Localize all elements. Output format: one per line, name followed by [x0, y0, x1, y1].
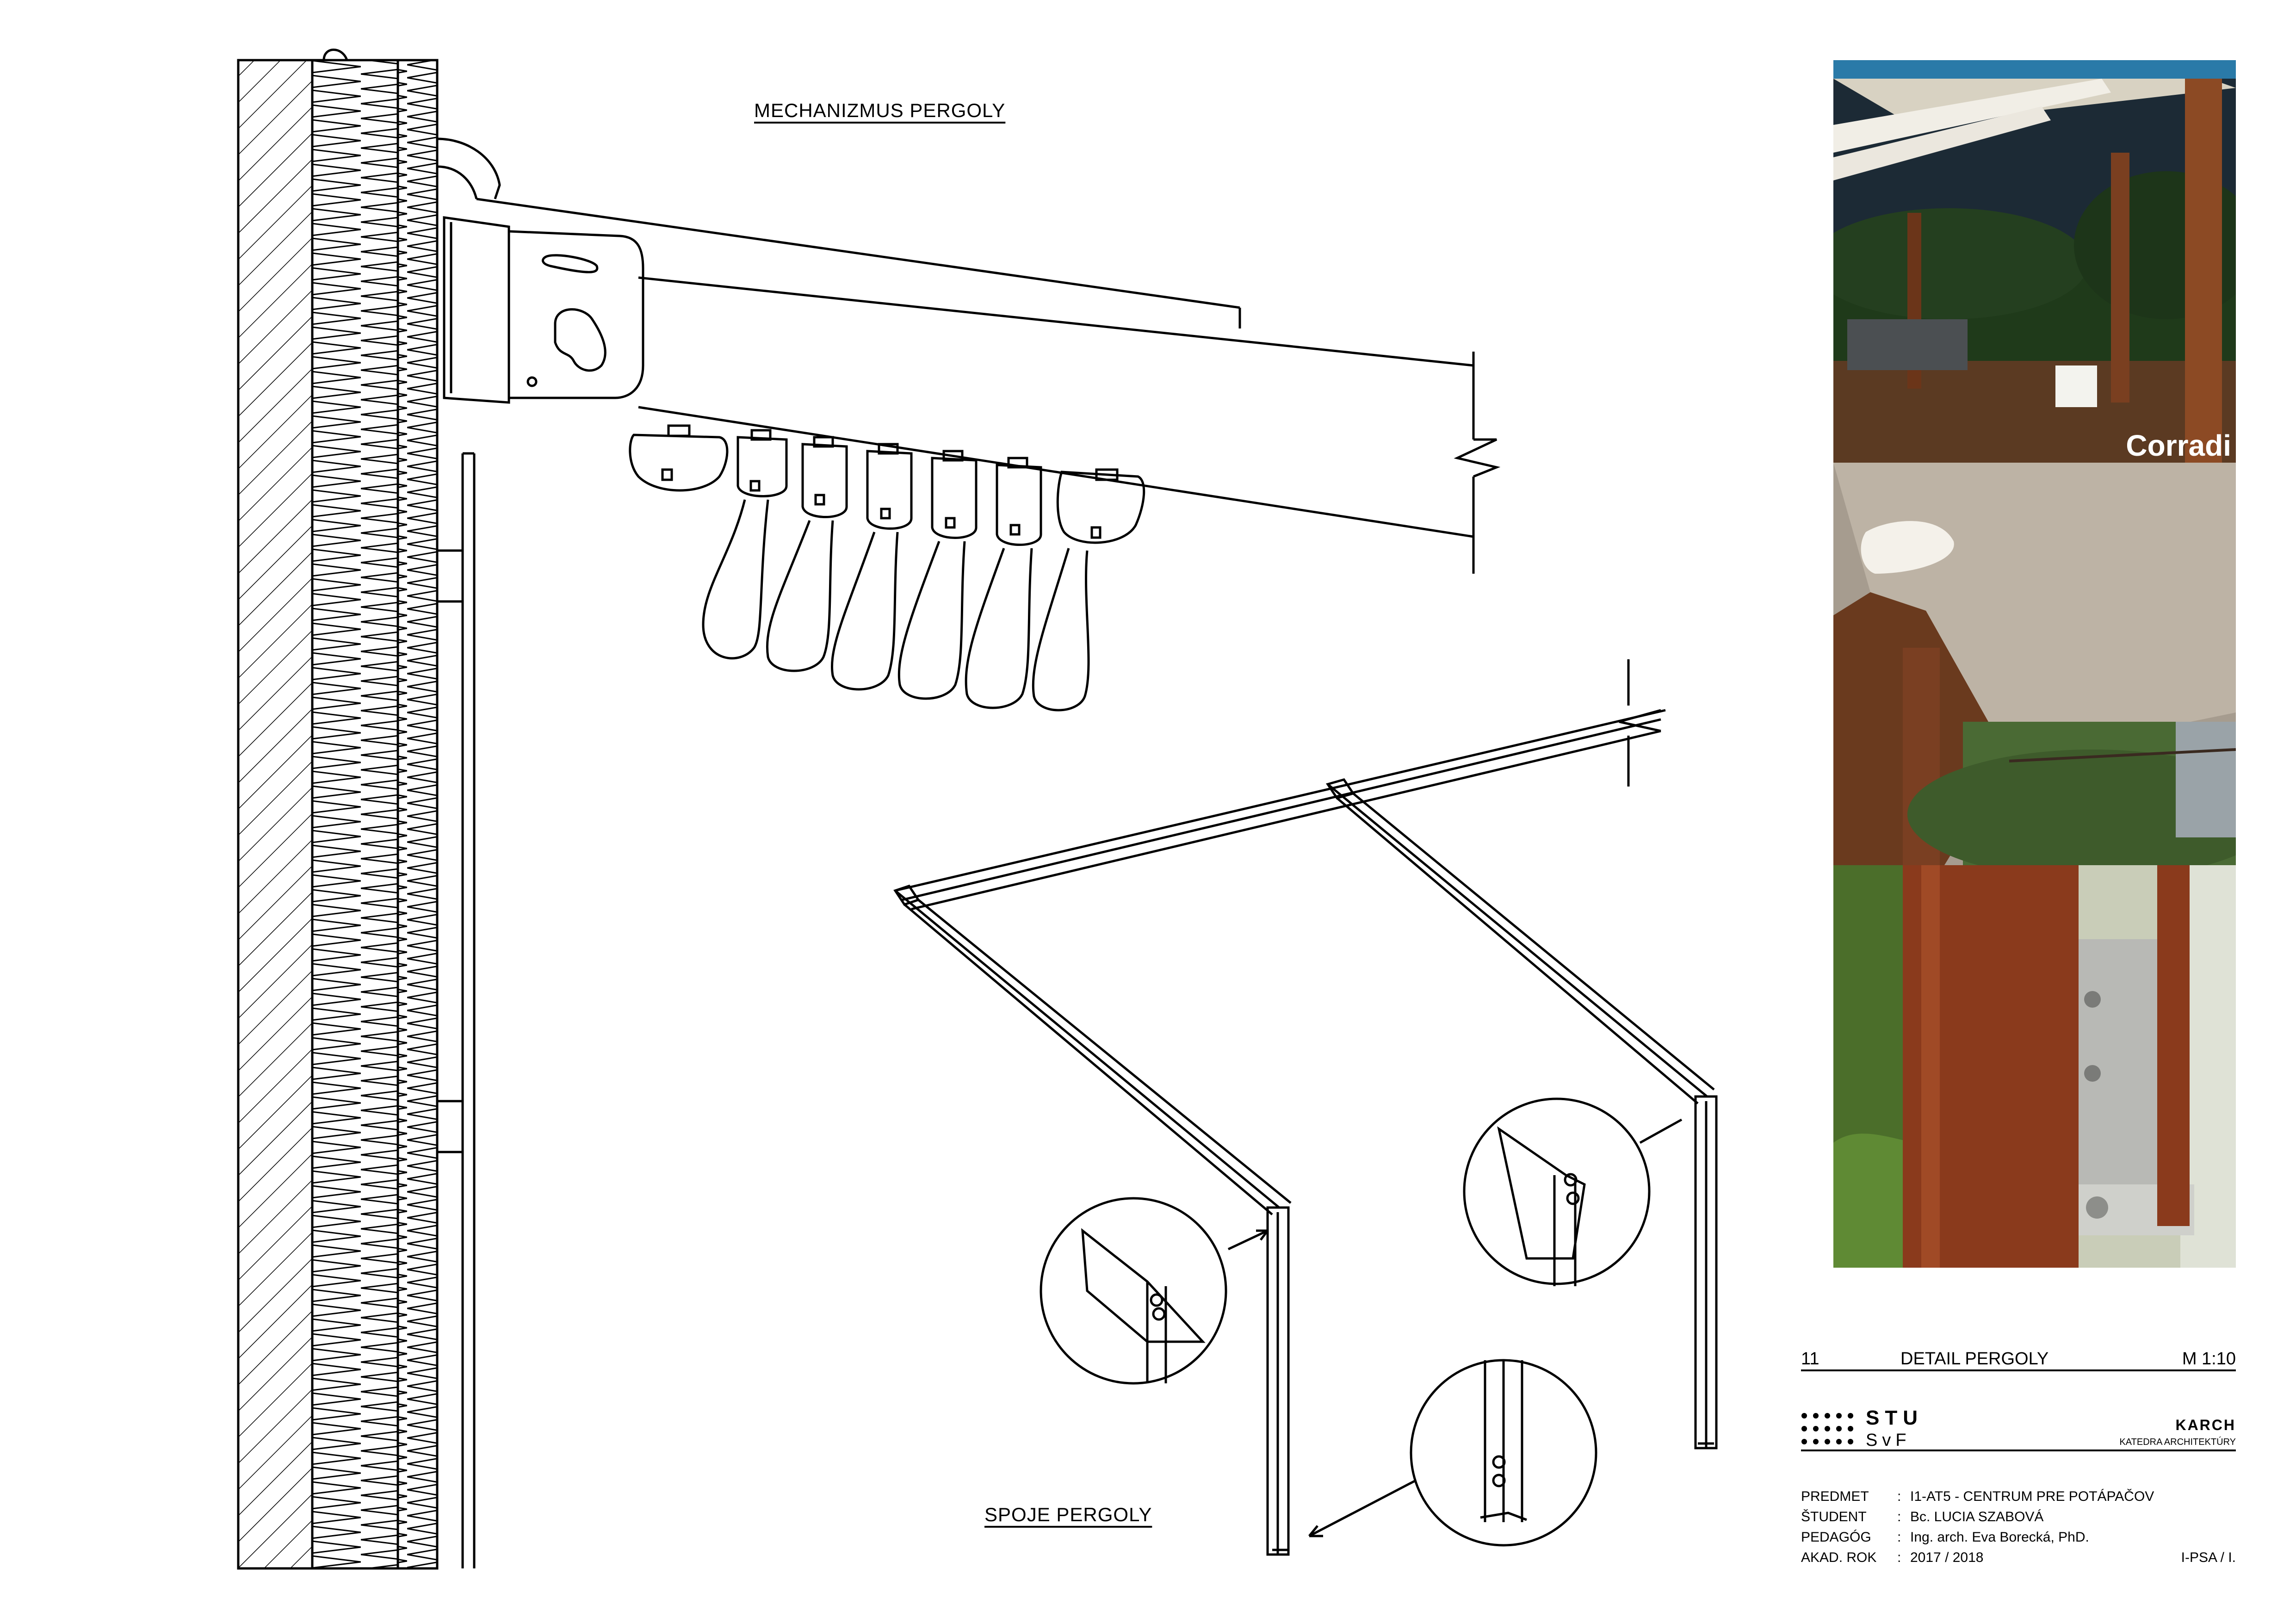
info-row-student: ŠTUDENT:Bc. LUCIA SZABOVÁ [1801, 1509, 2044, 1524]
department-full: KATEDRA ARCHITEKTÚRY [2119, 1437, 2236, 1447]
info-label: ŠTUDENT [1801, 1509, 1867, 1524]
title-block-lines [1801, 1369, 2236, 1451]
info-value: 2017 / 2018 [1910, 1550, 1984, 1565]
mechanism-beam [437, 137, 1501, 574]
info-label: AKAD. ROK [1801, 1550, 1877, 1565]
school-logo-stu: STU [1866, 1406, 1923, 1429]
pergola-photo-post-base [1833, 865, 2236, 1268]
wall-section [237, 49, 476, 1570]
info-label: PEDAGÓG [1801, 1530, 1871, 1545]
info-value: Bc. LUCIA SZABOVÁ [1910, 1509, 2044, 1524]
mechanism-title: MECHANIZMUS PERGOLY [754, 99, 1006, 121]
joints-title: SPOJE PERGOLY [984, 1504, 1152, 1525]
sheet-title: DETAIL PERGOLY [1900, 1349, 2049, 1369]
pergola-frame [893, 659, 1718, 1556]
info-value: I1-AT5 - CENTRUM PRE POTÁPAČOV [1910, 1489, 2154, 1504]
sheet-number: 11 [1801, 1349, 1819, 1369]
fabric-folds [629, 424, 1145, 712]
school-logo-svf: SvF [1866, 1431, 1911, 1450]
department-short: KARCH [2175, 1417, 2236, 1433]
pergola-photo-canopy [1833, 463, 2236, 865]
drawing-code: I-PSA / I. [2181, 1550, 2236, 1565]
drawing-scale: M 1:10 [2182, 1349, 2236, 1369]
info-label: PREDMET [1801, 1489, 1869, 1504]
pergola-photo-dusk: Corradi [1833, 60, 2236, 463]
title-block: 11 DETAIL PERGOLY M 1:10 STU SvF KARCH K… [1801, 1342, 2236, 1573]
info-row-teacher: PEDAGÓG:Ing. arch. Eva Borecká, PhD. [1801, 1530, 2089, 1545]
stu-logo-dots [1801, 1413, 1853, 1444]
info-row-subject: PREDMET:I1-AT5 - CENTRUM PRE POTÁPAČOV [1801, 1489, 2154, 1504]
corradi-brand: Corradi [2126, 429, 2231, 462]
joint-detail-callouts [1040, 1097, 1683, 1547]
info-row-year: AKAD. ROK:2017 / 2018 [1801, 1550, 1984, 1565]
info-value: Ing. arch. Eva Borecká, PhD. [1910, 1530, 2089, 1545]
